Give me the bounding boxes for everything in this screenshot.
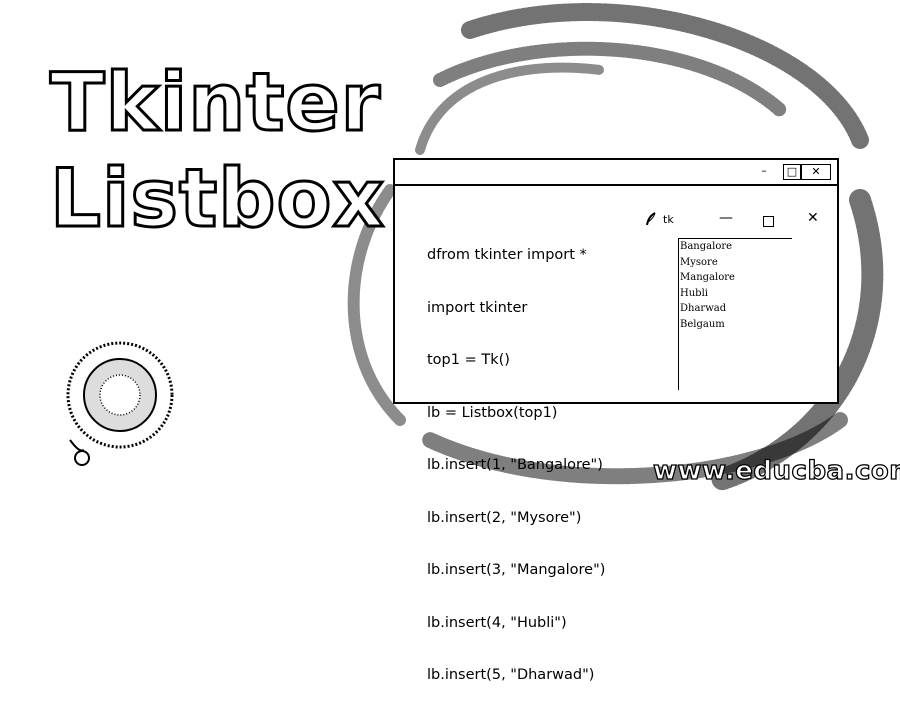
- title-line-2: Listbox: [48, 151, 386, 247]
- code-line: lb.insert(5, "Dharwad"): [427, 667, 595, 683]
- code-line: lb.insert(2, "Mysore"): [427, 509, 582, 526]
- brand-url: www.educba.com: [652, 455, 900, 486]
- feather-icon: [646, 212, 656, 226]
- window-titlebar: – □ ✕: [395, 160, 837, 186]
- list-item[interactable]: Hubli: [680, 287, 708, 299]
- code-line: lb.insert(4, "Hubli"): [427, 614, 567, 631]
- gear-logo-icon: [66, 341, 174, 466]
- list-item[interactable]: Bangalore: [680, 241, 733, 252]
- code-line: lb.insert(1, "Bangalore"): [427, 457, 603, 473]
- title-line-1: Tkinter: [48, 55, 382, 151]
- background-swirl: [347, 3, 884, 491]
- tk-window: tk — ✕ Bangalore Mysore Mangalore Hubli …: [635, 204, 835, 394]
- tk-minimize-button[interactable]: —: [719, 210, 733, 226]
- list-item[interactable]: Dharwad: [680, 303, 727, 314]
- code-line: dfrom tkinter import *: [427, 247, 587, 263]
- editor-window: – □ ✕ dfrom tkinter import * import tkin…: [393, 158, 839, 683]
- listbox[interactable]: Bangalore Mysore Mangalore Hubli Dharwad…: [678, 238, 792, 390]
- code-line: lb.insert(3, "Mangalore"): [427, 562, 606, 578]
- code-block: dfrom tkinter import * import tkinter to…: [427, 212, 605, 720]
- window-minimize-button[interactable]: –: [761, 164, 767, 177]
- code-line: lb = Listbox(top1): [427, 404, 558, 421]
- code-line: top1 = Tk(): [427, 352, 510, 368]
- window-maximize-button[interactable]: □: [783, 164, 801, 180]
- list-item[interactable]: Mangalore: [680, 272, 735, 283]
- page-title: Tkinter Listbox: [48, 55, 386, 247]
- tk-window-title: tk: [663, 213, 674, 226]
- window-close-button[interactable]: ✕: [801, 164, 831, 180]
- list-item[interactable]: Belgaum: [680, 318, 725, 330]
- code-line: import tkinter: [427, 299, 528, 316]
- tk-maximize-button[interactable]: [763, 216, 774, 227]
- tk-close-button[interactable]: ✕: [807, 210, 819, 226]
- list-item[interactable]: Mysore: [680, 256, 718, 268]
